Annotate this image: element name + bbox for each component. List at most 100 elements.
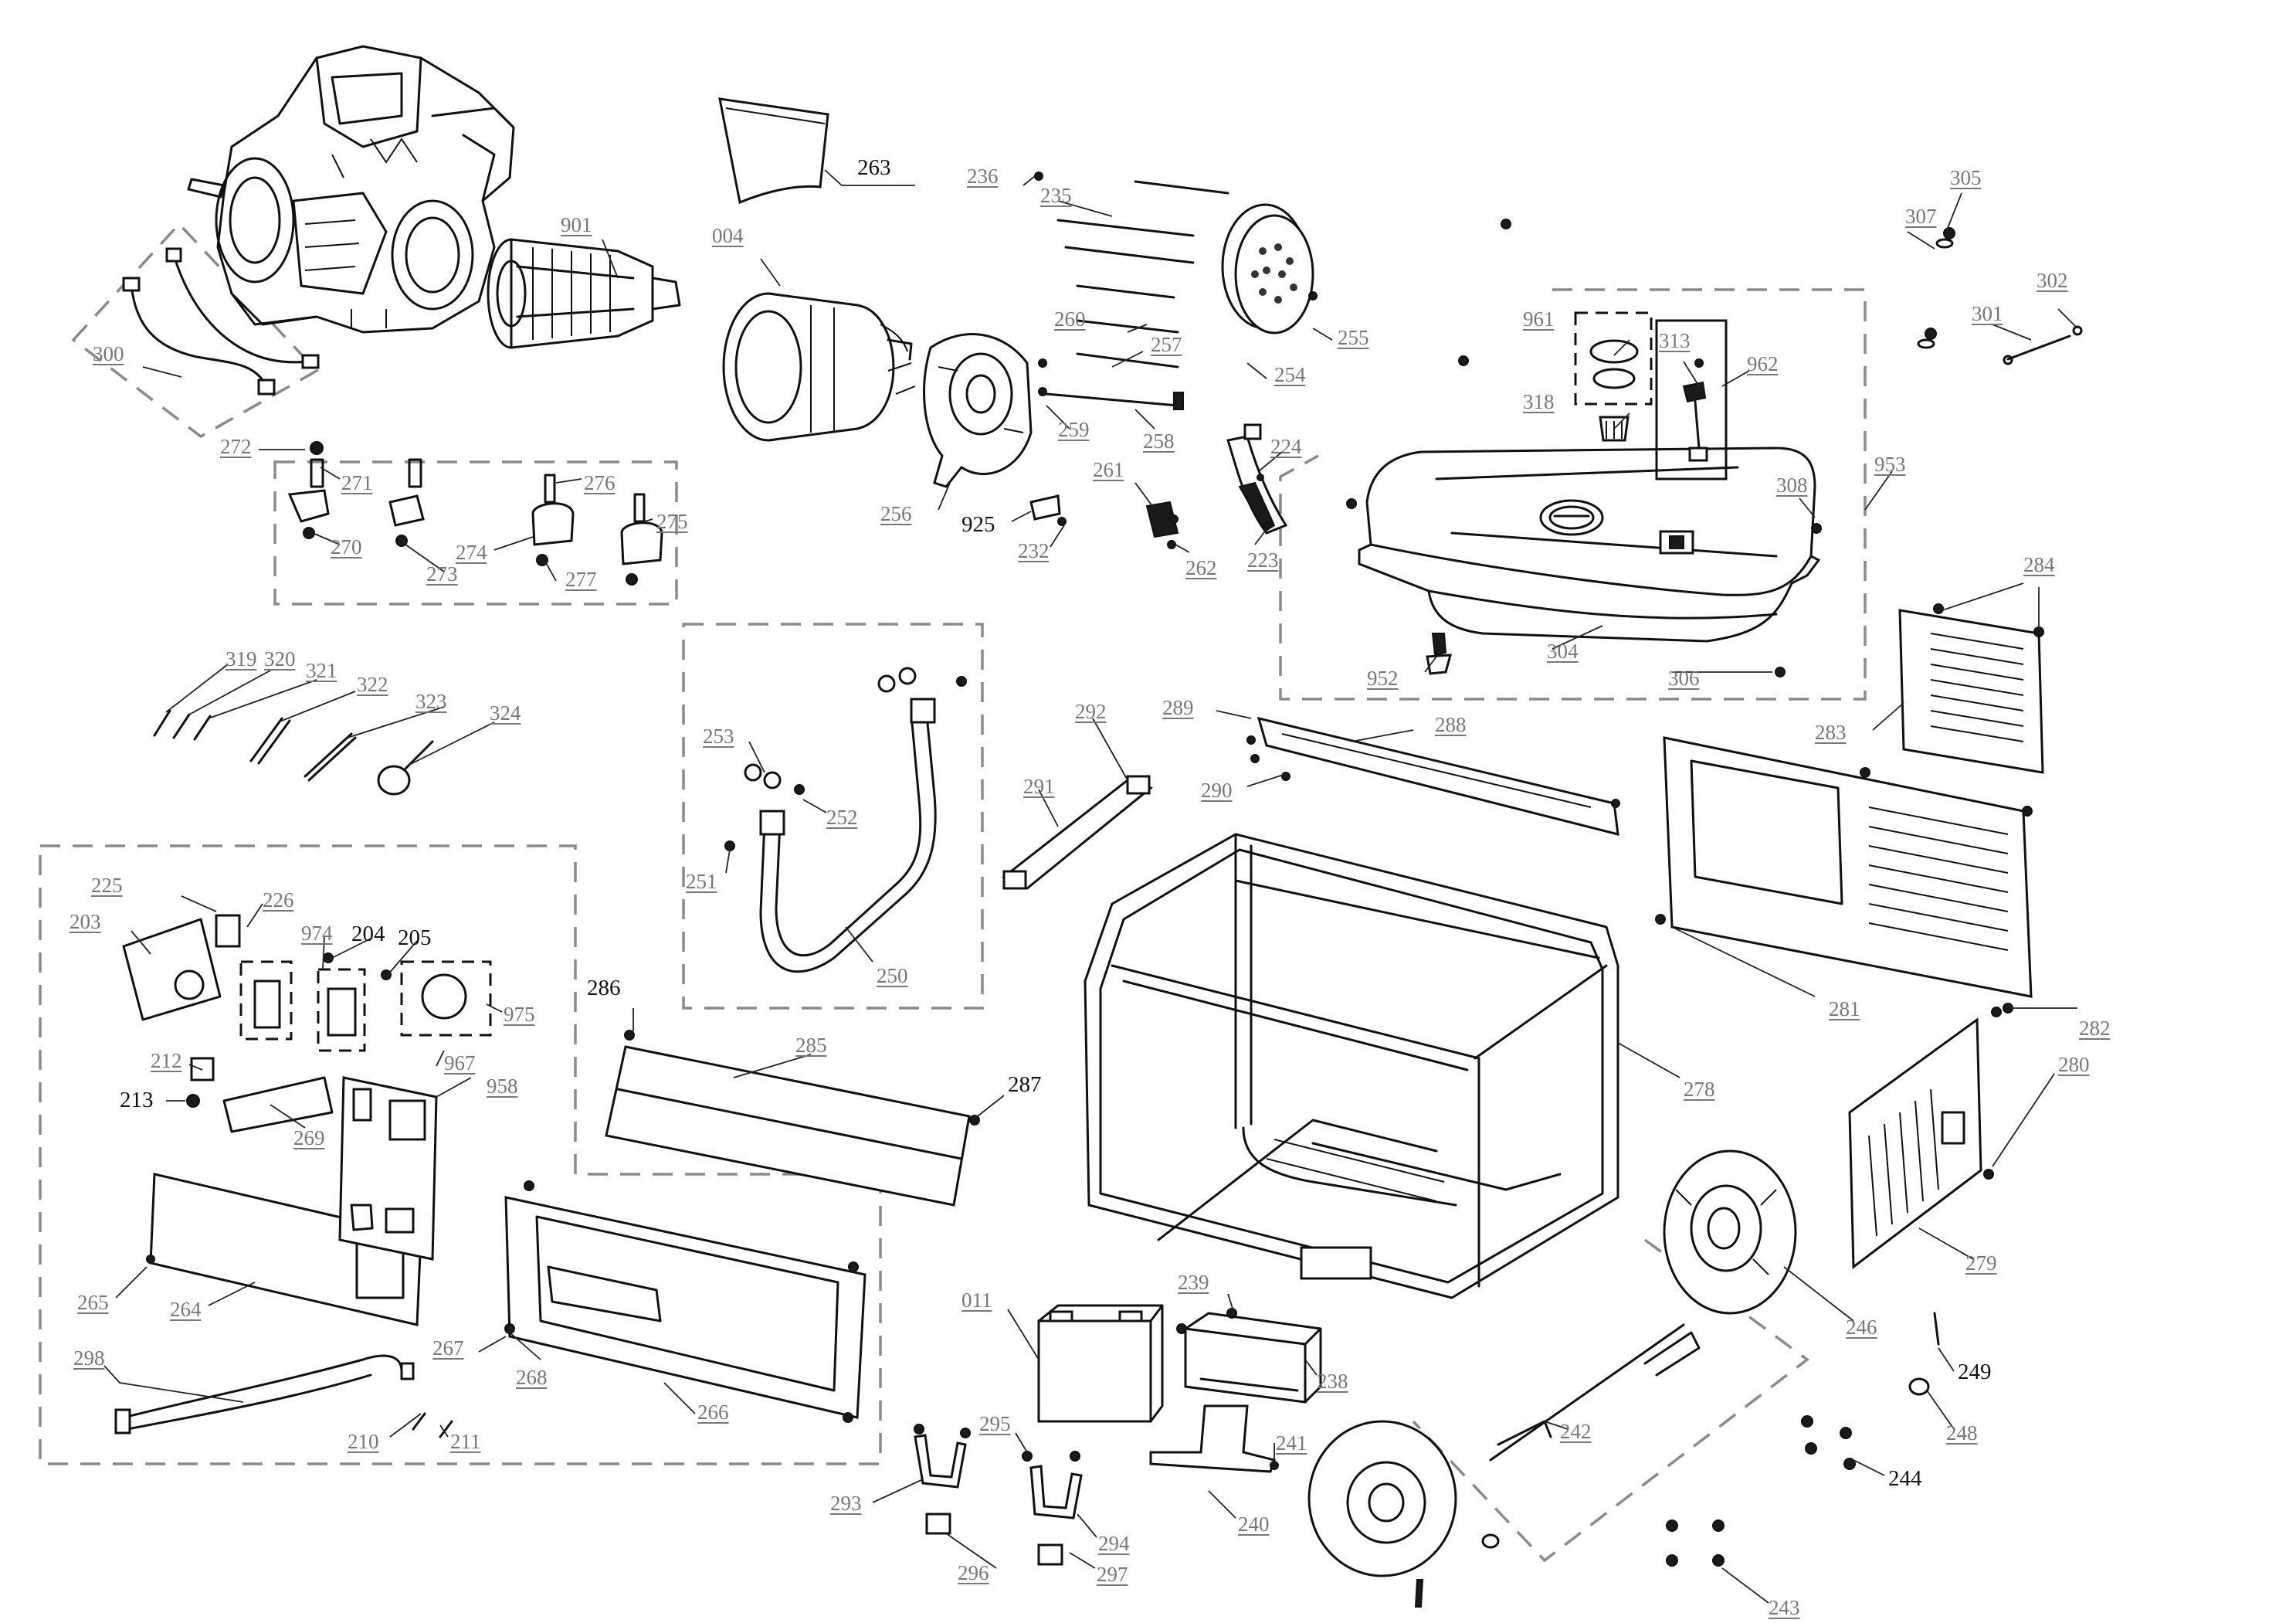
mount-293-294: [914, 1424, 1083, 1566]
rectifier-261: [1145, 501, 1179, 549]
bolts-243-244: [1414, 1415, 1856, 1608]
label-205: 205: [398, 925, 432, 950]
label-278: 278: [1684, 1078, 1715, 1101]
label-322: 322: [357, 673, 388, 696]
label-307: 307: [1905, 205, 1937, 228]
rotor-901: [487, 238, 681, 349]
label-011: 011: [961, 1289, 992, 1312]
rear-housing-256: [923, 333, 1033, 488]
fuel-tank-304: [1346, 219, 1822, 677]
label-248: 248: [1946, 1421, 1978, 1445]
label-288: 288: [1435, 713, 1467, 736]
label-223: 223: [1247, 548, 1279, 572]
label-270: 270: [331, 535, 362, 559]
label-952: 952: [1367, 667, 1399, 690]
label-254: 254: [1274, 363, 1306, 386]
label-306: 306: [1668, 667, 1700, 690]
panel-281: [1655, 736, 2033, 1014]
label-241: 241: [1276, 1431, 1307, 1455]
label-925: 925: [961, 512, 995, 537]
label-279: 279: [1965, 1251, 1997, 1275]
label-238: 238: [1317, 1370, 1348, 1393]
engine-assembly: [187, 45, 515, 334]
label-252: 252: [826, 806, 858, 829]
label-272: 272: [220, 435, 252, 458]
label-262: 262: [1185, 556, 1217, 579]
label-304: 304: [1547, 640, 1579, 663]
label-256: 256: [880, 502, 912, 525]
outlet-panel-958: [338, 1076, 438, 1261]
label-235: 235: [1040, 184, 1072, 207]
label-271: 271: [341, 471, 373, 494]
label-323: 323: [415, 690, 447, 713]
label-249: 249: [1958, 1360, 1992, 1384]
label-974: 974: [301, 922, 333, 945]
label-275: 275: [656, 510, 688, 533]
wiring-group-outline: [71, 222, 319, 439]
handle-group-outline: [682, 623, 984, 1010]
label-292: 292: [1075, 700, 1107, 723]
label-961: 961: [1523, 307, 1555, 331]
label-300: 300: [93, 342, 124, 365]
label-282: 282: [2079, 1017, 2111, 1040]
label-273: 273: [426, 562, 458, 586]
label-321: 321: [306, 659, 337, 682]
label-212: 212: [151, 1049, 182, 1072]
fuel-gauge-962: [1655, 319, 1728, 480]
label-259: 259: [1058, 418, 1090, 441]
label-232: 232: [1018, 539, 1050, 562]
label-244: 244: [1888, 1466, 1922, 1491]
bracket-291: [1002, 775, 1154, 890]
label-324: 324: [490, 701, 521, 725]
front-cover-285: [605, 1030, 980, 1207]
wiring-harness-300: [122, 247, 320, 396]
vent-panel-283: [1898, 603, 2044, 774]
label-239: 239: [1178, 1271, 1209, 1294]
label-225: 225: [91, 874, 123, 897]
label-268: 268: [516, 1366, 548, 1389]
harness-298: [114, 1354, 453, 1438]
battery-011: [1037, 1304, 1164, 1423]
label-302: 302: [2037, 269, 2068, 292]
label-901: 901: [561, 213, 592, 236]
through-bolts: [1034, 171, 1229, 410]
part-925: [1029, 494, 1067, 526]
label-283: 283: [1815, 721, 1847, 744]
label-236: 236: [967, 165, 999, 188]
label-255: 255: [1338, 326, 1369, 349]
label-958: 958: [487, 1075, 518, 1098]
label-290: 290: [1201, 779, 1233, 802]
frame-278: [1084, 833, 1619, 1299]
label-285: 285: [795, 1034, 827, 1057]
label-243: 243: [1769, 1596, 1800, 1619]
label-308: 308: [1776, 474, 1808, 497]
label-260: 260: [1054, 307, 1086, 331]
label-269: 269: [293, 1126, 325, 1149]
label-320: 320: [264, 647, 296, 671]
label-253: 253: [703, 725, 734, 748]
label-250: 250: [877, 964, 908, 987]
label-004: 004: [712, 224, 744, 247]
label-276: 276: [584, 471, 616, 494]
label-319: 319: [226, 647, 257, 671]
switch-parts: [122, 914, 492, 1133]
label-286: 286: [587, 976, 621, 1000]
label-246: 246: [1846, 1316, 1877, 1339]
label-204: 204: [351, 922, 385, 946]
label-261: 261: [1093, 458, 1124, 481]
label-298: 298: [73, 1346, 105, 1370]
fuel-tank-group-outline: [1279, 288, 1867, 701]
label-289: 289: [1162, 696, 1194, 719]
label-296: 296: [958, 1561, 989, 1584]
label-281: 281: [1829, 997, 1860, 1020]
label-224: 224: [1270, 435, 1302, 458]
label-318: 318: [1523, 390, 1555, 413]
label-305: 305: [1950, 166, 1982, 189]
label-294: 294: [1098, 1532, 1130, 1555]
panel-264: [146, 1173, 422, 1326]
fuel-cap-961: [1574, 311, 1653, 442]
label-242: 242: [1560, 1420, 1592, 1443]
fan-cover-254: [1221, 203, 1318, 334]
fasteners-305-307: [1917, 227, 2083, 365]
